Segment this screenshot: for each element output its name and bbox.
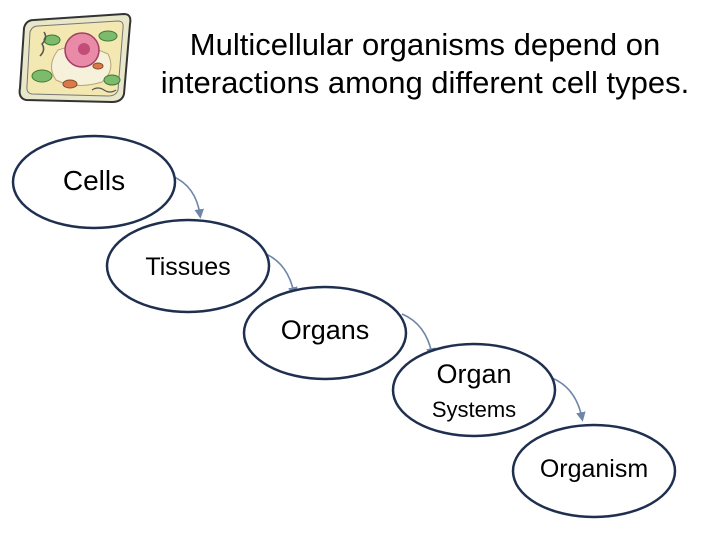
node-tissues-label: Tissues	[145, 253, 231, 281]
node-organ-systems-label-2: Systems	[431, 397, 517, 422]
node-organ-systems-ellipse	[391, 342, 557, 438]
connector-systems-organism	[551, 377, 586, 422]
node-tissues-ellipse	[105, 218, 271, 314]
node-organs-label: Organs	[280, 315, 370, 345]
node-organ-systems-label: Organ	[436, 359, 512, 389]
plant-cell-icon	[12, 10, 136, 106]
title-line-2: interactions among different cell types.	[160, 65, 690, 100]
node-cells-label: Cells	[62, 165, 126, 196]
node-organs-ellipse	[242, 285, 408, 381]
node-organism-label: Organism	[539, 455, 649, 483]
node-cells-ellipse	[11, 134, 177, 230]
connector-tissues-organs	[265, 253, 298, 297]
node-organism-ellipse	[511, 423, 677, 519]
connector-organs-systems	[401, 313, 436, 358]
slide-title: Multicellular organisms depend on intera…	[130, 26, 720, 102]
title-line-1: Multicellular organisms depend on	[189, 27, 661, 62]
